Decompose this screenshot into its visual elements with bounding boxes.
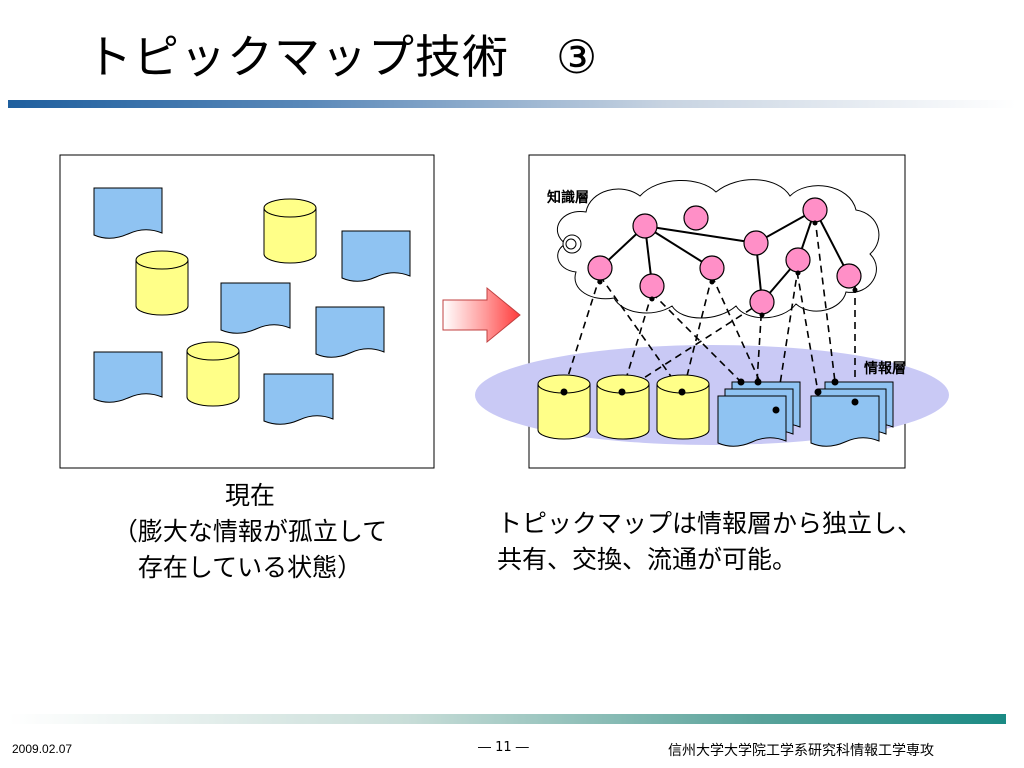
document-icon: [220, 282, 291, 334]
isolated-information-panel: [59, 154, 435, 469]
footer-organization: 信州大学大学院工学系研究科情報工学専攻: [668, 743, 934, 759]
document-stack-icon: [717, 381, 801, 447]
topic-node: [802, 197, 828, 223]
information-layer-label: 情報層: [864, 360, 906, 377]
document-icon: [93, 187, 163, 239]
database-icon: [263, 198, 317, 264]
database-icon: [135, 250, 189, 316]
title-underline-bar: [8, 100, 1016, 108]
topic-map-panel: 知識層 情報層: [475, 154, 949, 469]
footer-date: 2009.02.07: [12, 742, 73, 756]
topic-node: [699, 255, 725, 281]
document-stack-icon: [810, 381, 894, 447]
database-icon: [186, 341, 240, 407]
occurrence-anchor-dots: [560, 378, 859, 414]
topic-node: [683, 205, 709, 231]
knowledge-layer-label: 知識層: [547, 189, 589, 206]
current-state-caption: 現在 （膨大な情報が孤立して 存在している状態）: [50, 478, 450, 586]
topic-map-caption: トピックマップは情報層から独立し、 共有、交換、流通が可能。: [497, 506, 1017, 578]
page-number: ― 11 ―: [478, 740, 529, 755]
topic-nodes: [587, 197, 862, 315]
topic-node: [639, 273, 665, 299]
caption-line: 共有、交換、流通が可能。: [497, 545, 798, 574]
topic-node: [836, 263, 862, 289]
caption-line: （膨大な情報が孤立して: [112, 517, 388, 546]
topic-node: [632, 213, 658, 239]
document-icon: [315, 306, 385, 358]
topic-node: [743, 230, 769, 256]
caption-line: 現在: [224, 481, 275, 510]
document-icon: [341, 230, 411, 282]
caption-line: 存在している状態）: [137, 553, 363, 582]
database-icon: [596, 374, 650, 440]
database-icon: [537, 374, 591, 440]
topic-node: [749, 289, 775, 315]
footer-bar: [8, 714, 1006, 724]
slide-title: トピックマップ技術 ③: [86, 30, 599, 84]
document-icon: [263, 373, 334, 425]
caption-line: トピックマップは情報層から独立し、: [497, 509, 923, 538]
topic-node: [587, 255, 613, 281]
database-icon: [656, 374, 710, 440]
knowledge-cloud: [556, 179, 880, 319]
topic-node: [785, 247, 811, 273]
transition-arrow-icon: [442, 286, 521, 344]
document-icon: [93, 351, 163, 403]
